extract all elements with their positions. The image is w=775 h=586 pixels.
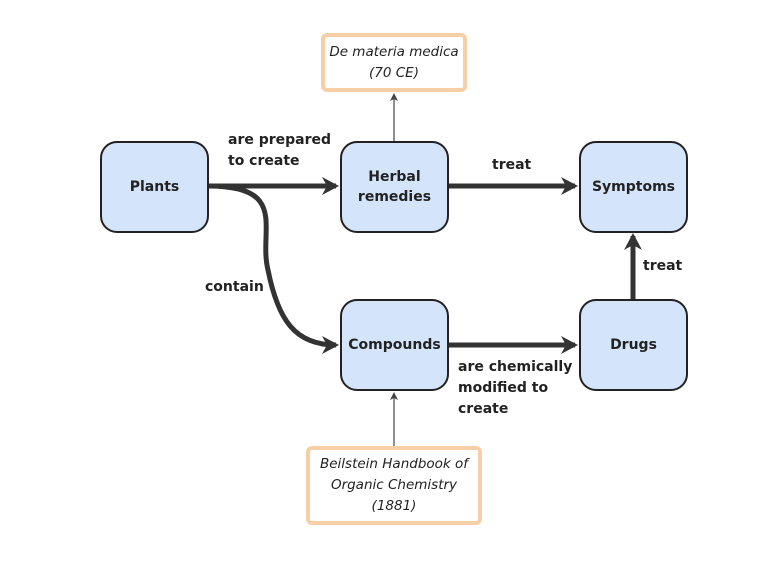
reference-beilstein: Beilstein Handbook of Organic Chemistry … [306,446,482,525]
edge-plants-compounds [207,183,339,354]
edge-label-plants-compounds: contain [205,279,264,295]
node-plants[interactable]: Plants [100,141,209,233]
node-herbal-remedies[interactable]: Herbal remedies [340,141,449,233]
reference-de-materia-medica: De materia medica (70 CE) [321,33,467,92]
node-compounds[interactable]: Compounds [340,299,449,391]
edge-label-drugs-symptoms: treat [643,258,683,274]
edge-label-herbal-symptoms: treat [492,157,532,173]
edge-label-plants-herbal: are prepared to create [228,132,332,169]
node-drugs[interactable]: Drugs [579,299,688,391]
edge-label-compounds-drugs: are chemically modified to create [458,359,573,417]
node-symptoms[interactable]: Symptoms [579,141,688,233]
